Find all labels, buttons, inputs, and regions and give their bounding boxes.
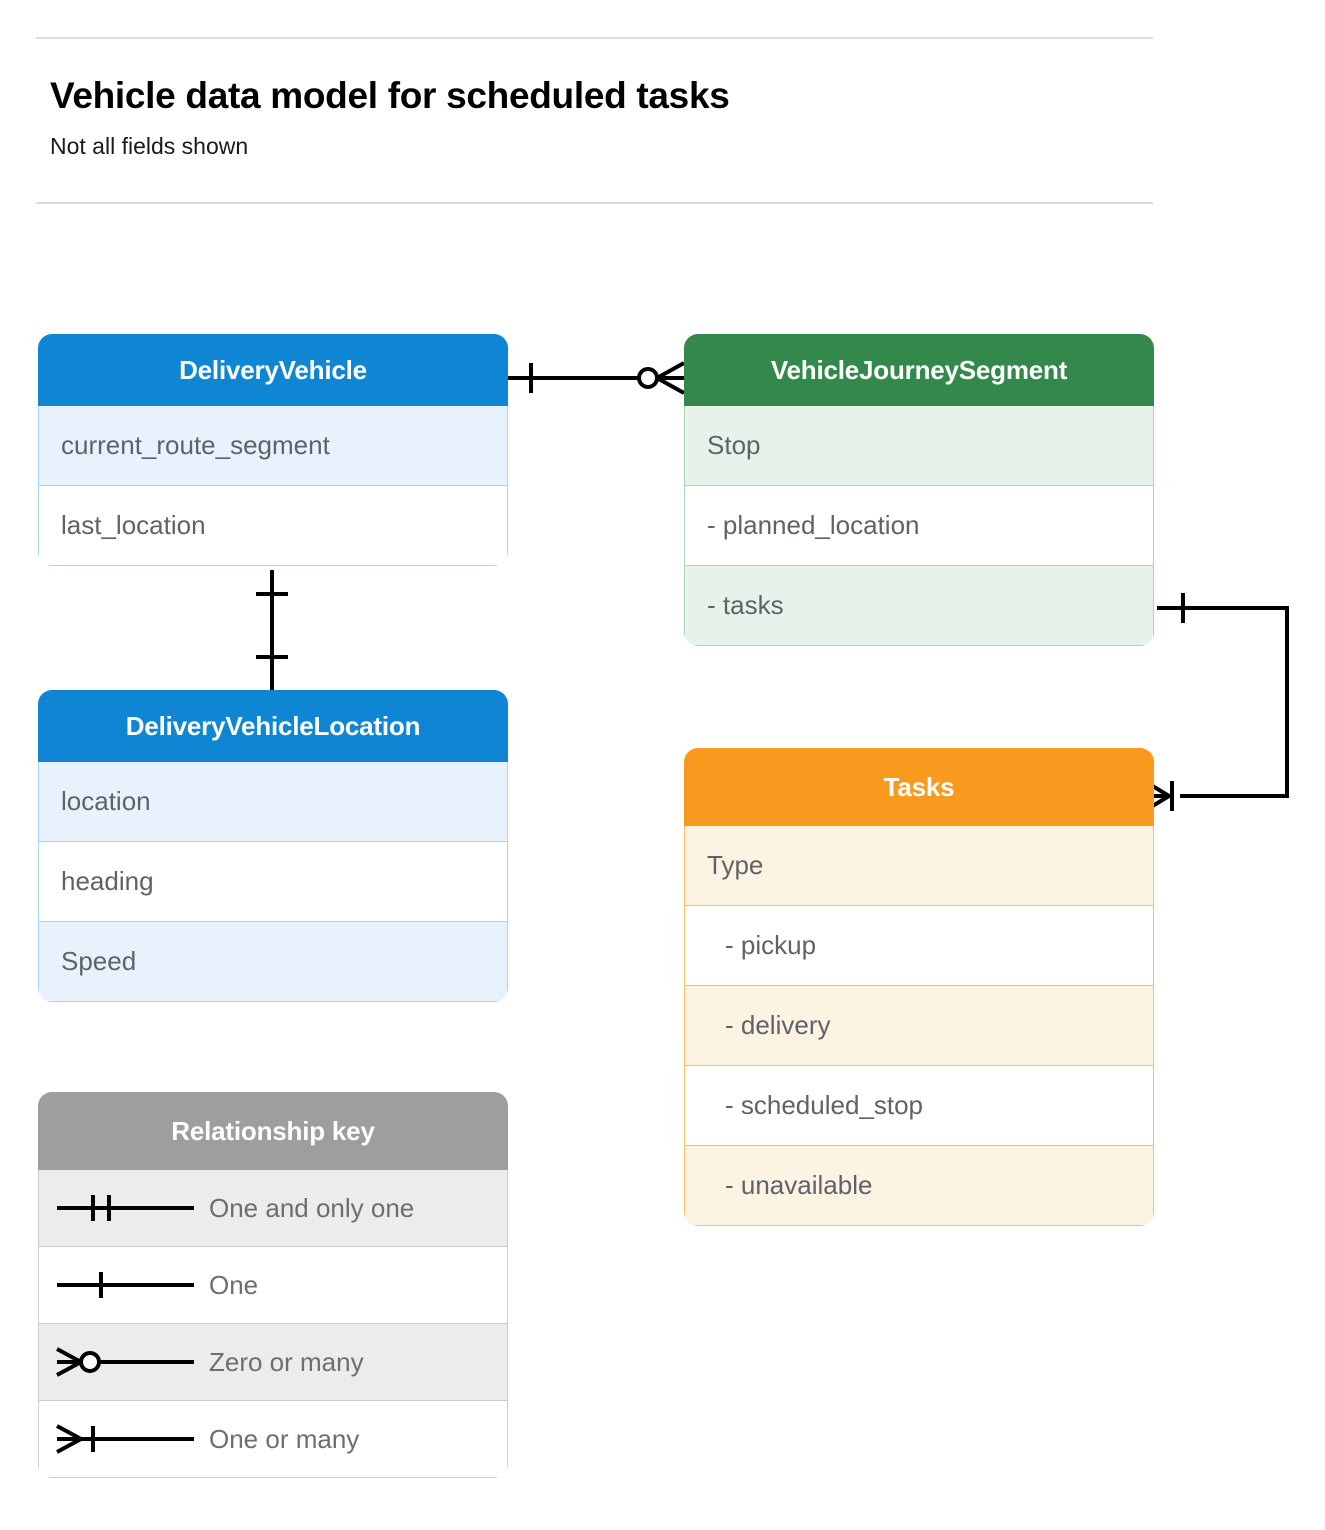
legend-row: Zero or many [38,1324,508,1401]
zero-or-many-icon [39,1342,209,1382]
legend-label: One [209,1269,259,1300]
legend-title: Relationship key [38,1092,508,1170]
connector-circle-zero [637,367,659,389]
entity-delivery-vehicle-location[interactable]: DeliveryVehicleLocation location heading… [38,690,508,1002]
connector-crowsfoot-upper [656,361,685,380]
entity-field: Type [684,826,1154,906]
entity-field: last_location [38,486,508,566]
entity-title-tasks: Tasks [684,748,1154,826]
page-subtitle: Not all fields shown [50,133,249,159]
entity-field: - scheduled_stop [684,1066,1154,1146]
entity-field: current_route_segment [38,406,508,486]
entity-title-delivery-vehicle: DeliveryVehicle [38,334,508,406]
header-divider-bottom [36,202,1153,204]
page-title: Vehicle data model for scheduled tasks [50,75,730,116]
entity-delivery-vehicle[interactable]: DeliveryVehicle current_route_segment la… [38,334,508,566]
legend-label: One or many [209,1423,360,1454]
entity-field: heading [38,842,508,922]
legend-label: One and only one [209,1192,415,1223]
entity-field: Speed [38,922,508,1002]
entity-field: - delivery [684,986,1154,1066]
entity-title-delivery-vehicle-location: DeliveryVehicleLocation [38,690,508,762]
header-divider-top [36,37,1153,39]
connector-tasks-route [1157,606,1289,798]
entity-field: - tasks [684,566,1154,646]
legend-row: One and only one [38,1170,508,1247]
legend-row: One or many [38,1401,508,1478]
entity-field: location [38,762,508,842]
entity-tasks[interactable]: Tasks Type - pickup - delivery - schedul… [684,748,1154,1226]
legend-row: One [38,1247,508,1324]
one-icon [39,1265,209,1305]
entity-field: - planned_location [684,486,1154,566]
relationship-key-legend: Relationship key One and only one [38,1092,508,1478]
entity-field: - unavailable [684,1146,1154,1226]
entity-field: Stop [684,406,1154,486]
legend-label: Zero or many [209,1346,364,1377]
one-and-only-one-icon [39,1188,209,1228]
connector-crowsfoot-lower [656,376,685,395]
entity-vehicle-journey-segment[interactable]: VehicleJourneySegment Stop - planned_loc… [684,334,1154,646]
entity-title-vehicle-journey-segment: VehicleJourneySegment [684,334,1154,406]
one-or-many-icon [39,1419,209,1459]
entity-field: - pickup [684,906,1154,986]
